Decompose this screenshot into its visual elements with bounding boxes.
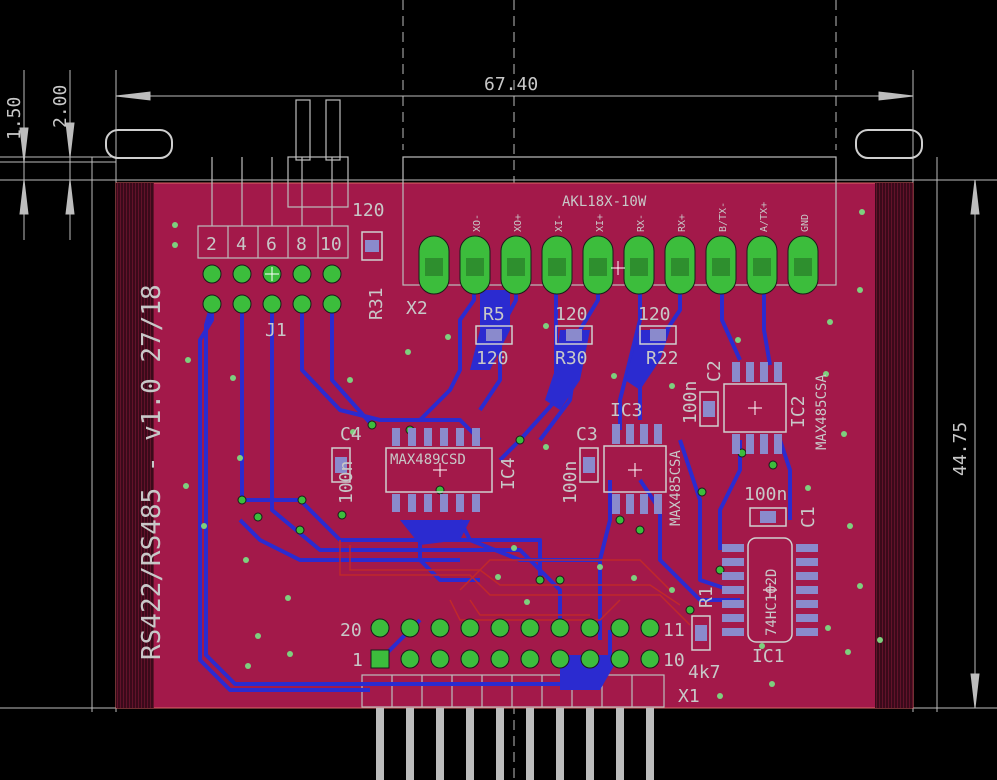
j1-outline [197,99,349,259]
x1-legs [376,708,654,780]
passives [331,231,787,651]
ic2-label: IC2 [788,395,809,428]
j1-pin-6: 6 [266,234,277,255]
ic4-label: IC4 [498,457,519,490]
ic2-body [723,362,787,454]
r5-label: R5 [483,304,505,325]
x1-pads [370,618,660,669]
x2-part-label: AKL18X-10W [562,194,647,210]
ic1-label: IC1 [752,646,785,667]
c3-value: 100n [560,461,581,504]
x2-signal-xi-plus: XI+ [595,214,606,232]
x1-pin-20: 20 [340,620,362,641]
x2-signal-xi-minus: XI- [554,214,565,232]
board-title: RS422/RS485 - v1.0 27/18 [137,284,167,660]
dimension-offset-a-label: 1.50 [4,97,25,140]
ic3-label: IC3 [610,400,643,421]
x2-pad-holes [425,258,812,276]
ic3-part: MAX485CSA [668,450,684,526]
ic1-part: 74HC102D [764,569,780,636]
c1-value: 100n [744,484,787,505]
board-edge-left [116,183,154,708]
x2-signal-xo-minus: XO- [472,214,483,232]
ic4-part: MAX489CSD [390,452,466,468]
j1-pin-10: 10 [320,234,342,255]
c1-label: C1 [798,506,819,528]
mounting-tabs [105,129,923,159]
j1-label: J1 [265,320,287,341]
ic3-body [603,424,667,514]
x2-signal-b-tx-minus: B/TX- [718,202,729,232]
r1-label: R1 [696,586,717,608]
x2-signal-rx-minus: RX- [636,214,647,232]
r31-label: R31 [366,287,387,320]
x1-pin-10: 10 [663,650,685,671]
dimension-height-label: 44.75 [950,422,971,476]
r5-value: 120 [476,348,509,369]
ic1-body [722,537,818,643]
x1-pin-1: 1 [352,650,363,671]
origin-markers [265,261,777,597]
c2-label: C2 [704,360,725,382]
dimension-width-label: 67.40 [484,74,538,95]
x1-label: X1 [678,686,700,707]
j1-pin-2: 2 [206,234,217,255]
x2-signal-xo-plus: XO+ [513,214,524,232]
j1-pin-4: 4 [236,234,247,255]
x2-signal-a-tx-plus: A/TX+ [759,202,770,232]
board-edge-right [875,183,913,708]
c3-label: C3 [576,424,598,445]
top-copper-traces [339,540,691,626]
vias [172,209,883,699]
r30-label: R30 [555,348,588,369]
r31-value: 120 [352,200,385,221]
r22-top-value: 120 [638,304,671,325]
j1-pads [202,264,342,314]
x2-outline [402,156,837,286]
c4-value: 100n [336,461,357,504]
ic2-part: MAX485CSA [814,374,830,450]
r30-top-value: 120 [555,304,588,325]
c4-label: C4 [340,424,362,445]
x2-signal-rx-plus: RX+ [677,214,688,232]
ic4-body [385,428,493,512]
x2-label: X2 [406,298,428,319]
c2-value: 100n [680,381,701,424]
dimension-offset-b-label: 2.00 [50,85,71,128]
r1-value: 4k7 [688,662,721,683]
x2-signal-gnd: GND [800,214,811,232]
r22-label: R22 [646,348,679,369]
x1-pin-11: 11 [663,620,685,641]
j1-pin-8: 8 [296,234,307,255]
